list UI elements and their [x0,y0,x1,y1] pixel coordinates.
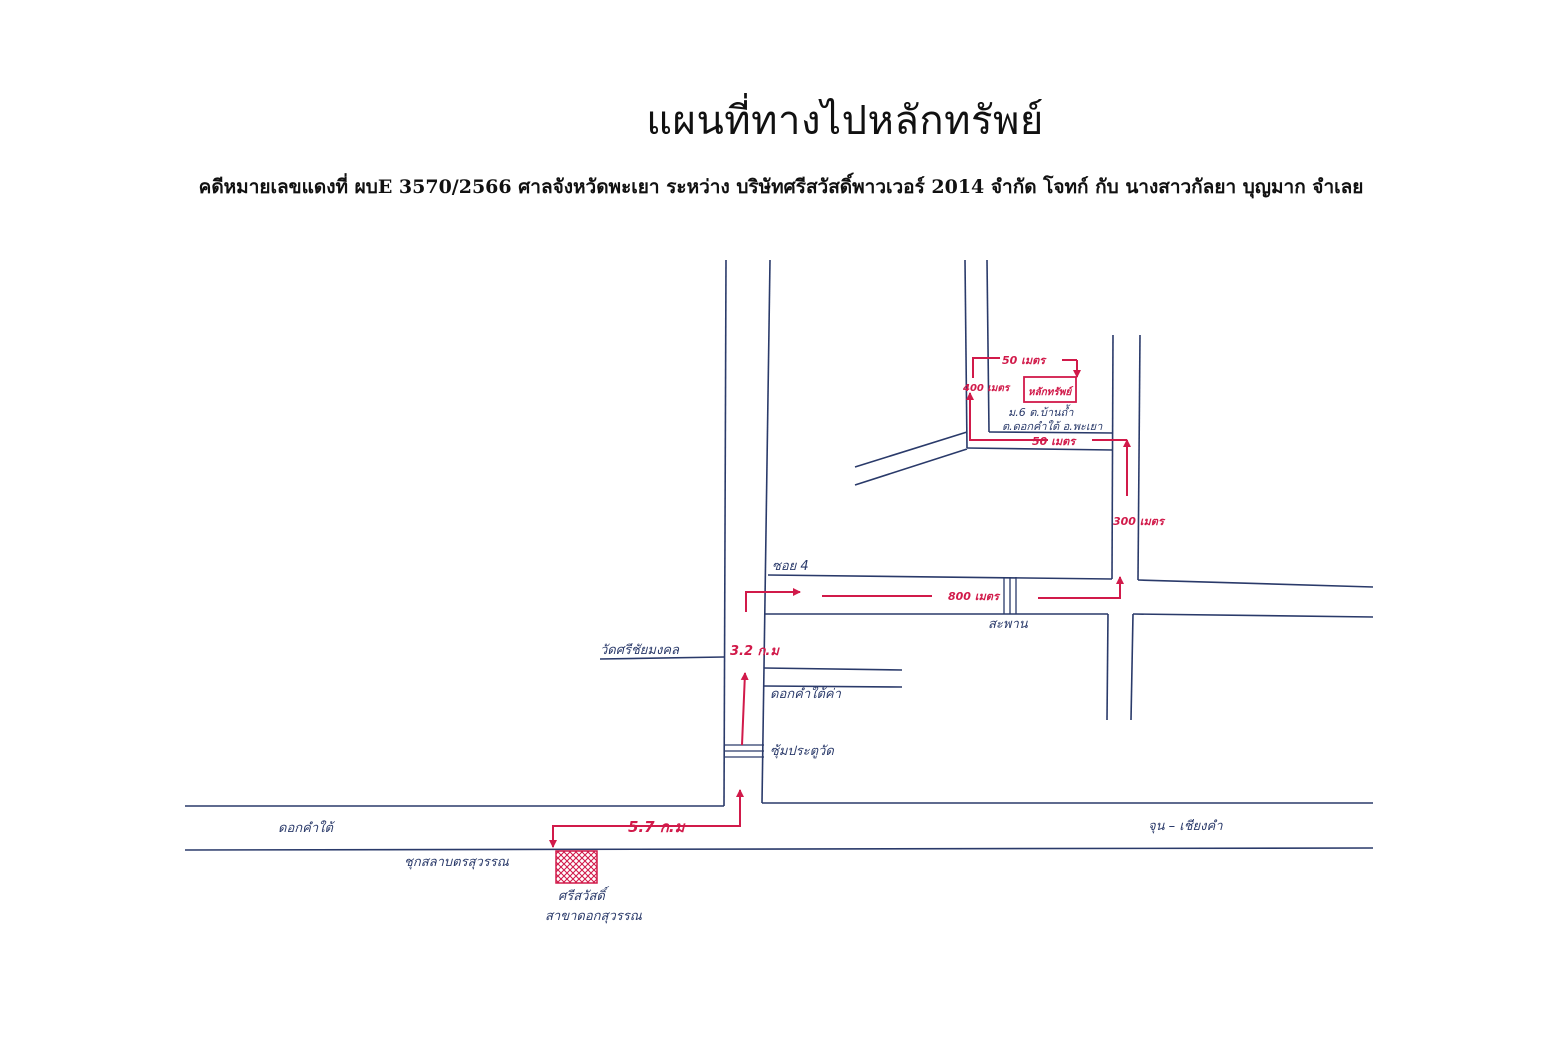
right-road-lower-right [1130,613,1134,721]
page-title: แผนที่ทางไปหลักทรัพย์ [646,98,1044,144]
label-start-branch: ศรีสวัสดิ์ [558,886,610,904]
label-distance-left: 400 เมตร [962,383,1011,394]
label-distance-east: 800 เมตร [948,590,1001,603]
label-road-left: ดอกคำใต้ [278,820,336,836]
upper-road-bottom [966,447,1114,451]
label-start-name: ชุกสลาบตรสุวรรณ [404,855,510,870]
upper-road-left [964,259,968,449]
route-north-segment [740,672,749,746]
main-road-bottom [184,847,1374,851]
label-address-1: ม.6 ต.บ้านถ้ำ [1008,404,1074,419]
east-road-top [1137,579,1374,588]
case-info: คดีหมายเลขแดงที่ ผบE 3570/2566 ศาลจังหวั… [198,176,1364,198]
label-distance-bottom: 50 เมตร [1032,435,1077,448]
label-bridge-east: สะพาน [988,617,1029,632]
label-address-2: ต.ดอกคำใต้ อ.พะเยา [1002,420,1103,433]
label-side-road: ดอกคำใต้ค่า [770,686,842,702]
label-temple: วัดศรีชัยมงคล [600,642,680,658]
upper-road-top [988,431,1114,434]
upper-road-right [986,259,990,433]
label-distance-north: 3.2 ก.ม [730,644,780,659]
label-distance-main: 5.7 ก.ม [628,818,686,836]
label-distance-up: 300 เมตร [1113,515,1166,528]
side-road-top [763,667,903,671]
label-property: หลักทรัพย์ [1028,386,1074,398]
route-start-arrow [549,825,715,848]
right-road-right [1137,334,1141,581]
route [549,357,1131,848]
diagonal-road-top [854,431,968,468]
label-soi: ซอย 4 [772,559,809,574]
route-up-turn [1098,576,1124,599]
north-road-right [761,259,771,804]
north-road-left [723,259,727,807]
label-distance-top: 50 เมตร [1002,354,1047,367]
east-road-bottom [1132,613,1374,618]
bridge-east [1003,577,1017,614]
label-road-right: จุน – เชียงคำ [1148,818,1223,834]
temple-pointer [599,656,725,660]
route-left-segment [966,392,1048,441]
soi-road-top [767,574,1113,580]
start-point-marker [555,850,598,884]
bridge-north [724,744,764,758]
right-road-lower-left [1106,613,1109,721]
label-bridge-junction: ซุ้มประตูวัด [770,744,834,759]
route-soi-turn [745,588,801,612]
route-top-segment [972,357,1000,378]
property-box [1023,376,1077,403]
diagonal-road-bottom [854,448,968,486]
side-road-bottom [763,685,903,688]
label-start-branch-2: สาขาดอกสุวรรณ [545,909,643,924]
roads [184,259,1374,851]
right-road-left [1111,334,1114,580]
route-main-segment [715,789,744,827]
